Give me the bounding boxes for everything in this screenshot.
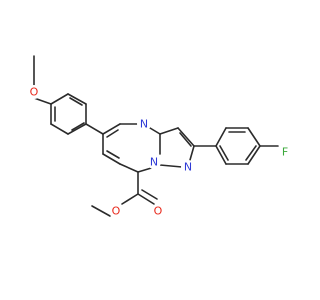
pyrimidine-bond-3 (149, 127, 161, 135)
pyrazole-bond-1 (159, 127, 179, 135)
fluorophenyl-bond-6 (215, 145, 227, 165)
methoxy-oxygen-label: O (30, 86, 39, 99)
molecule-structure-diagram: O N N N F O O (27, 55, 292, 218)
methoxy-oxygen-bg (27, 85, 41, 99)
fluorophenyl-bond-3 (247, 127, 261, 147)
pyrazole-nitrogen-bg (181, 160, 195, 174)
ester-carbonyl-bond (137, 193, 155, 205)
fluorophenyl-bond-4 (247, 145, 261, 165)
ester-methyl-bond (91, 205, 111, 217)
fluorophenyl-double-2 (245, 145, 257, 161)
anisyl-pyrimidine-bond (85, 123, 104, 135)
ester-ether-oxygen-label: O (112, 205, 121, 218)
pyrazole-bond-3 (189, 145, 195, 161)
anisyl-ring-double-2 (71, 122, 85, 131)
ester-carbonyl-double (141, 189, 158, 200)
pyrimidine-bond-1 (102, 123, 121, 135)
pyrazole-double-1 (179, 132, 192, 147)
atom-label-layer: O N N N F O O (27, 85, 292, 218)
pyrimidine-nitrogen-label: N (140, 118, 148, 131)
ester-carbonyl-oxygen-label: O (154, 205, 163, 218)
pyrazole-bond-2 (177, 127, 195, 147)
pyrimidine-bond-6 (119, 163, 139, 173)
fluorophenyl-bond-1 (215, 127, 227, 147)
pyrimidine-bond-7 (102, 153, 121, 165)
fluorine-bg (278, 145, 292, 159)
methoxy-o-ring-bond (33, 97, 52, 105)
ester-ether-oxygen-bg (109, 204, 123, 218)
pyrimidine-double-2 (106, 150, 120, 159)
pyrimidine-nitrogen-bg (137, 117, 151, 131)
anisyl-ring-bond-5 (67, 93, 87, 105)
anisyl-ring-bond-3 (67, 123, 87, 135)
ester-ether-bond (121, 193, 139, 205)
anisyl-ring-double-3 (69, 97, 83, 106)
fluorine-label: F (282, 146, 288, 159)
ester-carbonyl-oxygen-bg (151, 204, 165, 218)
bridgehead-nitrogen-label: N (150, 156, 158, 169)
anisyl-ring-bond-6 (50, 93, 69, 105)
pyrazole-nitrogen-label: N (184, 161, 192, 174)
pyrazole-bond-4 (159, 164, 183, 168)
bridgehead-nitrogen-bg (147, 155, 161, 169)
bond-layer (33, 55, 279, 217)
fluorophenyl-double-3 (219, 145, 229, 161)
pyrimidine-double-1 (106, 129, 119, 138)
anisyl-ring-bond-2 (50, 123, 69, 135)
